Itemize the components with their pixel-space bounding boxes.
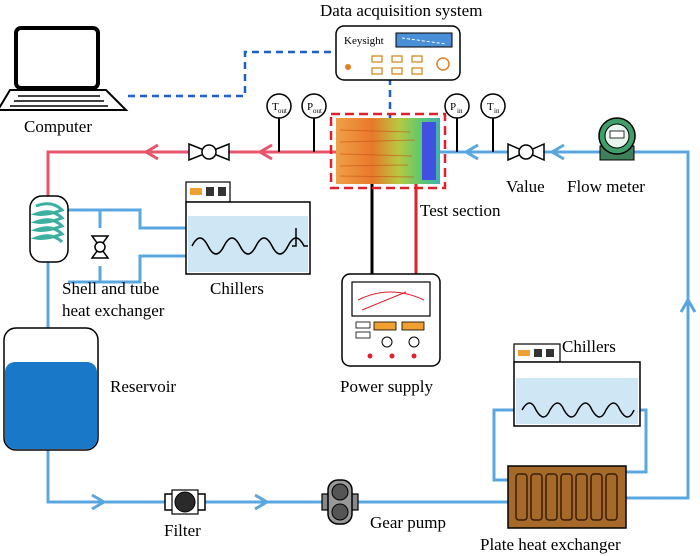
bypass-valve-icon: [90, 235, 110, 259]
gear-pump-icon: [321, 479, 359, 525]
left-chiller: [185, 181, 311, 275]
pin-gauge: P in: [444, 93, 470, 119]
plate-hx-label: Plate heat exchanger: [480, 535, 621, 554]
shell-tube-label-1: Shell and tube: [62, 279, 159, 298]
data-acquisition-device: Keysight: [335, 25, 461, 81]
signal-lines: [128, 50, 392, 118]
data-acquisition-label: Data acquisition system: [320, 1, 482, 20]
svg-text:P: P: [307, 101, 313, 113]
svg-text:P: P: [450, 101, 456, 113]
bottom-line-arrows: [91, 493, 270, 511]
right-chiller: [513, 343, 641, 427]
bottom-loop-pipe: [46, 262, 508, 504]
shell-tube-chiller-loop: [68, 208, 186, 284]
value-label: Value: [506, 177, 545, 196]
power-supply: [341, 273, 441, 367]
svg-text:T: T: [487, 101, 494, 113]
inlet-valve-icon: [507, 142, 545, 162]
keysight-brand: Keysight: [344, 35, 384, 47]
reservoir: [3, 327, 99, 451]
test-section-label: Test section: [420, 201, 501, 220]
pout-gauge: P out: [301, 93, 327, 119]
tout-gauge: T out: [266, 93, 292, 119]
hot-line-arrows: [143, 143, 273, 161]
power-supply-label: Power supply: [340, 377, 434, 396]
test-section: [329, 112, 447, 190]
tin-gauge: T in: [480, 93, 506, 119]
flow-meter-label: Flow meter: [567, 177, 645, 196]
svg-text:in: in: [494, 107, 500, 115]
shell-tube-label-2: heat exchanger: [62, 301, 165, 320]
computer-icon: [0, 26, 129, 111]
chillers-right-label: Chillers: [562, 337, 616, 356]
svg-text:out: out: [278, 107, 287, 115]
cold-line-arrows: [463, 143, 697, 313]
outlet-valve-icon: [188, 142, 230, 162]
svg-text:T: T: [272, 101, 279, 113]
svg-text:out: out: [313, 107, 322, 115]
filter-icon: [164, 489, 206, 515]
svg-text:in: in: [457, 107, 463, 115]
hot-outlet-pipe: [46, 150, 336, 196]
chillers-left-label: Chillers: [210, 279, 264, 298]
plate-hx-chiller-loop: [492, 408, 648, 482]
shell-tube-heat-exchanger: [29, 195, 69, 263]
gear-pump-label: Gear pump: [370, 513, 446, 532]
plate-heat-exchanger: [507, 465, 627, 529]
computer-label: Computer: [24, 117, 92, 136]
filter-label: Filter: [164, 521, 201, 540]
flow-meter-icon: [598, 117, 636, 161]
reservoir-label: Reservoir: [110, 377, 176, 396]
